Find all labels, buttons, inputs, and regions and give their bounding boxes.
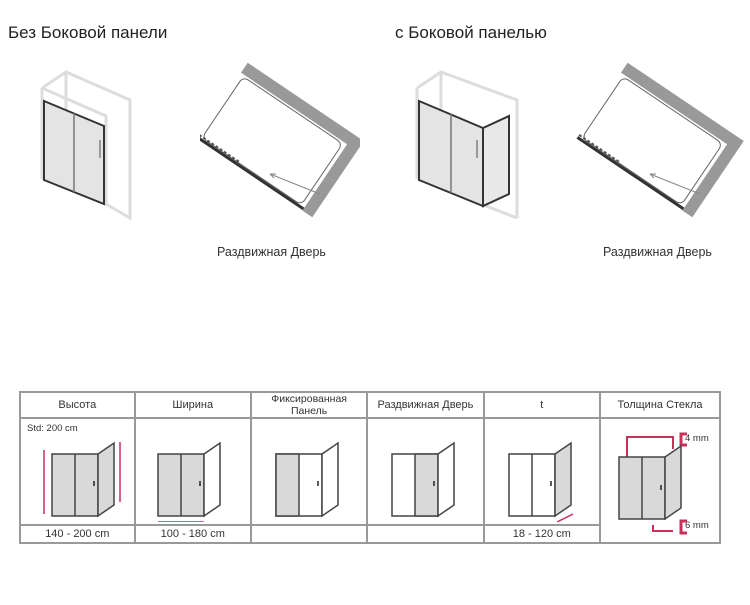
header-glass-thickness: Толщина Стекла [599, 391, 721, 419]
height-diagram [43, 441, 122, 517]
plan-view-with-side-panel [576, 62, 744, 218]
cell-width-diagram [133, 417, 252, 526]
t-diagram [508, 441, 574, 522]
value-width: 100 - 180 cm [133, 524, 252, 544]
header-height: Высота [19, 391, 136, 419]
shower-isometric-no-side-panel [40, 70, 132, 221]
cell-fixed-panel-diagram [249, 417, 369, 526]
header-fixed-panel: Фиксированная Панель [249, 391, 369, 419]
width-diagram [157, 441, 221, 522]
shower-isometric-with-side-panel [415, 70, 519, 220]
value-fixed-panel [249, 524, 369, 544]
cell-t-diagram [482, 417, 602, 526]
fixed-panel-diagram [275, 441, 339, 517]
value-sliding-door [366, 524, 485, 544]
plan-label-sliding-door-side: Раздвижная Дверь [603, 245, 712, 259]
header-t: t [482, 391, 602, 419]
cell-height-diagram: Std: 200 cm [19, 417, 136, 526]
section-title-with-side-panel: с Боковой панелью [395, 23, 547, 42]
sliding-door-diagram [391, 441, 456, 517]
glass-thickness-bottom: 6 mm [685, 519, 709, 531]
plan-view-no-side-panel [200, 62, 360, 218]
glass-thickness-diagram [618, 432, 687, 534]
cell-sliding-door-diagram [366, 417, 485, 526]
header-sliding-door: Раздвижная Дверь [366, 391, 485, 419]
value-t: 18 - 120 cm [482, 524, 602, 544]
specifications-table: Высота Ширина Фиксированная Панель Раздв… [19, 391, 721, 544]
glass-thickness-top: 4 mm [685, 432, 709, 444]
plan-label-sliding-door: Раздвижная Дверь [217, 245, 326, 259]
section-title-no-side-panel: Без Боковой панели [8, 23, 168, 42]
cell-glass-thickness-diagram: 4 mm 6 mm [599, 417, 721, 544]
value-height: 140 - 200 cm [19, 524, 136, 544]
std-height-label: Std: 200 cm [27, 423, 78, 434]
header-width: Ширина [133, 391, 252, 419]
